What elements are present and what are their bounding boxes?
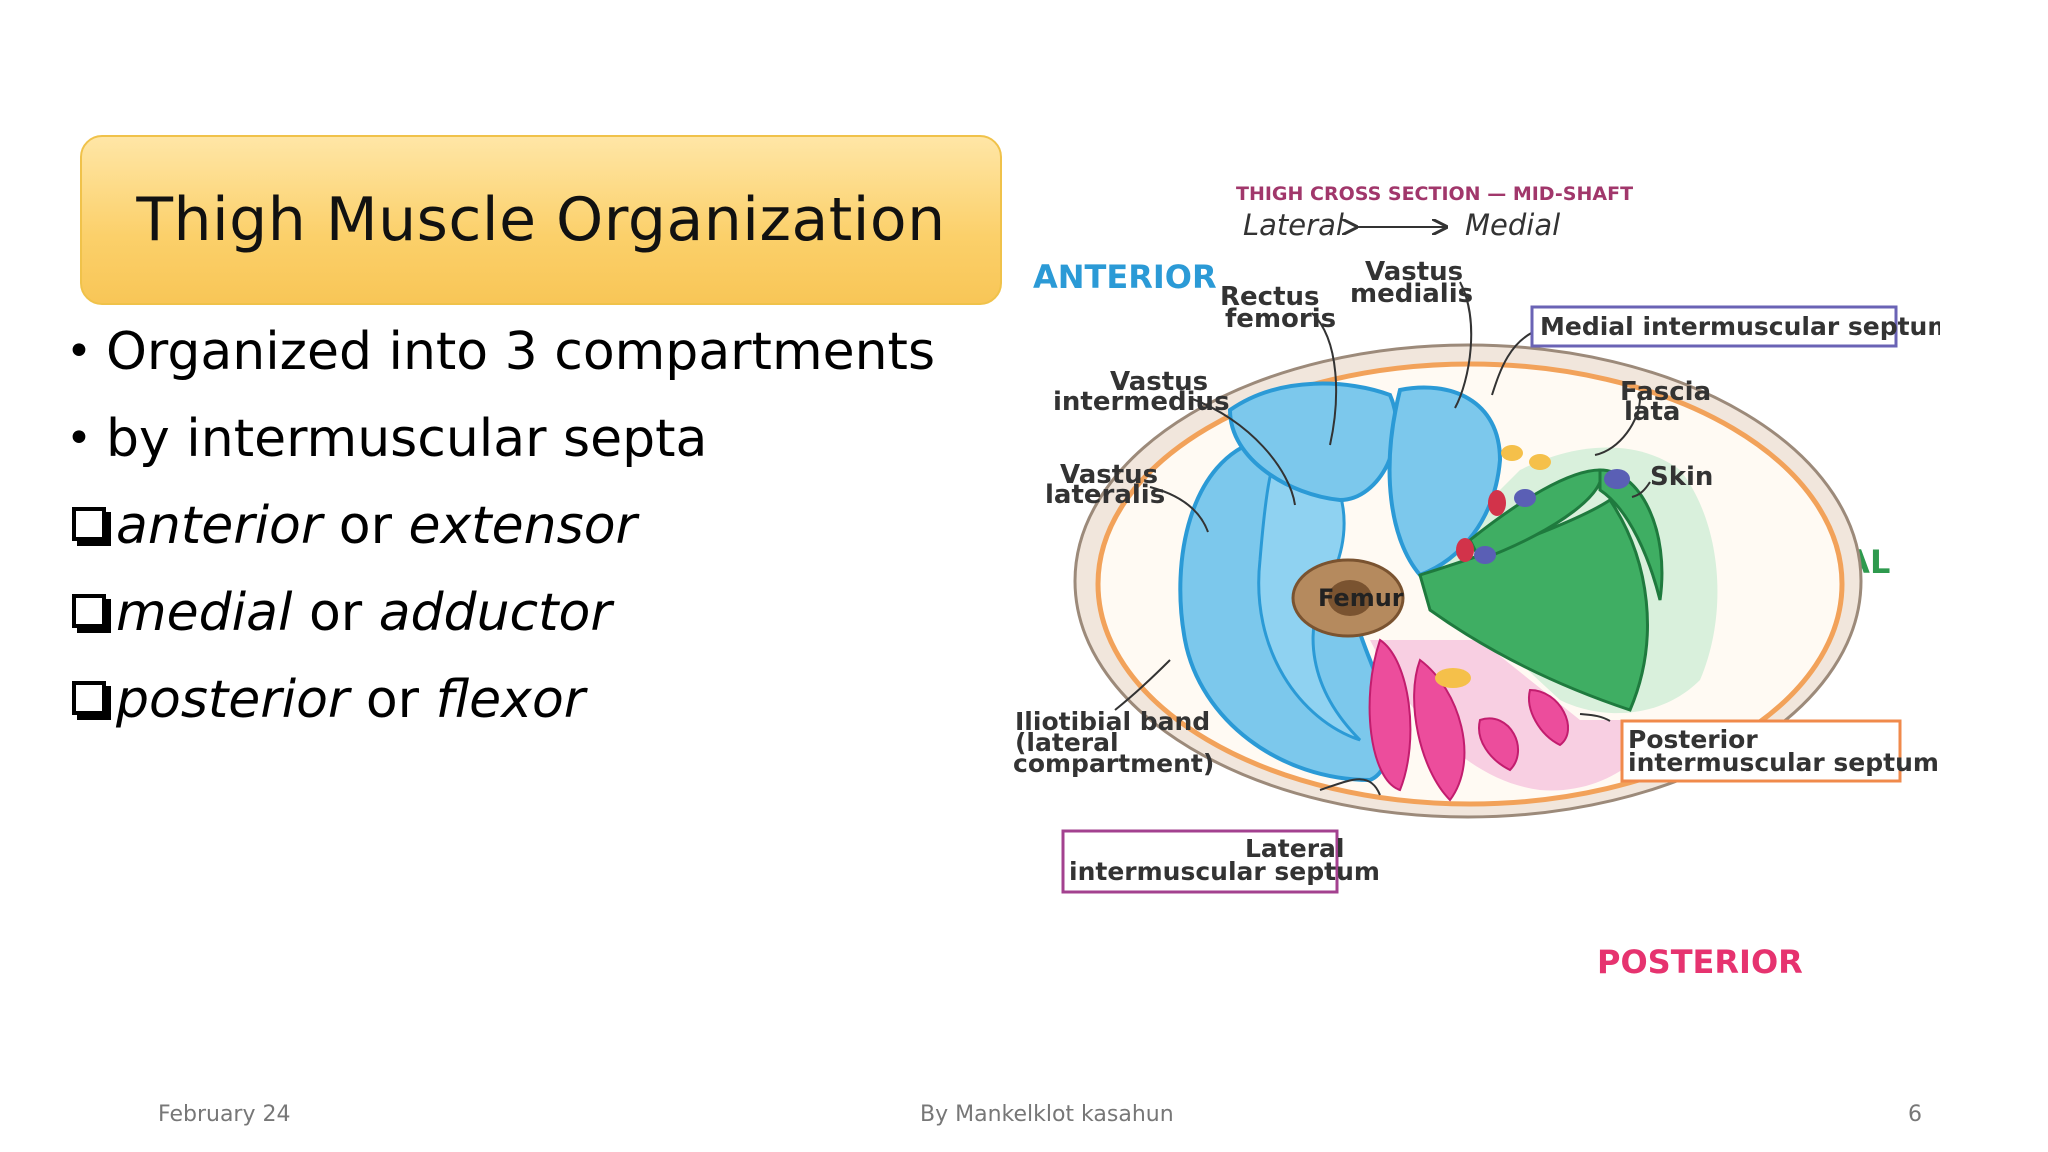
compartment-function: flexor (435, 669, 586, 730)
footer-page-number: 6 (1908, 1102, 1922, 1127)
vastus-intermedius-label: intermedius (1053, 387, 1230, 417)
rectus-femoris-label: femoris (1225, 304, 1336, 334)
lateral-septum-label: Lateral (1245, 834, 1344, 863)
checklist-item: posterior or flexor (66, 656, 966, 743)
medial-septum-label: Medial intermuscular septum (1540, 312, 1940, 341)
checklist-item: anterior or extensor (66, 482, 966, 569)
lateral-septum-label: intermuscular septum (1069, 857, 1380, 886)
footer-date: February 24 (158, 1102, 291, 1127)
bullet-item: • by intermuscular septa (66, 395, 966, 482)
hamstring-muscle-1 (1368, 638, 1412, 792)
iliotibial-band-label: Iliotibial band (1015, 707, 1210, 736)
connector-text: or (349, 669, 436, 730)
rectus-femoris-label: Rectus (1220, 282, 1319, 312)
bullet-list: • Organized into 3 compartments • by int… (66, 308, 966, 743)
bullet-text: Organized into 3 compartments (106, 321, 936, 382)
fascia-lata-label: lata (1624, 397, 1680, 427)
compartment-name: anterior (116, 495, 323, 556)
hamstring-muscle-2 (1413, 658, 1466, 802)
bullet-text: by intermuscular septa (106, 408, 708, 469)
iliotibial-band-label: compartment) (1013, 749, 1214, 778)
checkbox-bullet-icon (72, 506, 106, 541)
vessel-icon (1514, 489, 1536, 507)
footer-author: By Mankelklot kasahun (920, 1102, 1174, 1127)
compartment-function: adductor (378, 582, 612, 643)
vessel-icon (1529, 454, 1551, 470)
vastus-medialis-label: medialis (1350, 279, 1473, 309)
vessel-icon (1474, 546, 1496, 564)
compartment-name: posterior (116, 669, 350, 730)
compartment-function: extensor (408, 495, 637, 556)
vessel-icon (1501, 445, 1523, 461)
vastus-medialis-label: Vastus (1365, 257, 1463, 287)
lateral-direction-label: Lateral (1243, 208, 1344, 242)
connector-text: or (292, 582, 379, 643)
skin-label: Skin (1650, 462, 1713, 492)
vessel-icon (1488, 490, 1506, 516)
hamstring-muscle-3 (1478, 717, 1520, 772)
bullet-item: • Organized into 3 compartments (66, 308, 966, 395)
checkbox-bullet-icon (72, 593, 106, 628)
vessel-icon (1456, 538, 1474, 562)
posterior-septum-label: intermuscular septum (1628, 748, 1939, 777)
bullet-dot-icon: • (66, 413, 92, 464)
medial-direction-label: Medial (1465, 208, 1560, 242)
vastus-lateralis-label: lateralis (1045, 480, 1165, 510)
posterior-label: POSTERIOR (1597, 943, 1803, 981)
rectus-femoris-muscle (1227, 381, 1399, 503)
thigh-cross-section-diagram: THIGH CROSS SECTION — MID-SHAFT Lateral … (1013, 183, 1940, 981)
slide-title-box: Thigh Muscle Organization (80, 135, 1002, 305)
checkbox-bullet-icon (72, 680, 106, 715)
posterior-septum-label: Posterior (1628, 725, 1758, 754)
femur-marrow (1328, 580, 1372, 616)
lateral-septum-box (1061, 829, 1339, 894)
leader-lines (1114, 281, 1651, 796)
vastus-intermedius-label: Vastus (1110, 367, 1208, 397)
hamstring-muscle-4 (1528, 688, 1570, 747)
connector-text: or (322, 495, 409, 556)
fascia-lata-label: Fascia (1620, 377, 1711, 407)
bullet-dot-icon: • (66, 326, 92, 377)
iliotibial-band-label: (lateral (1015, 728, 1119, 757)
gracilis-muscle (1598, 468, 1664, 601)
sciatic-nerve-icon (1435, 668, 1471, 688)
vessel-icon (1604, 469, 1630, 489)
checklist-item: medial or adductor (66, 569, 966, 656)
diagram-header: THIGH CROSS SECTION — MID-SHAFT (1236, 183, 1633, 205)
slide-title: Thigh Muscle Organization (136, 185, 946, 255)
femur-label: Femur (1318, 584, 1404, 612)
posterior-septum-box (1620, 719, 1902, 783)
compartment-name: medial (116, 582, 293, 643)
medial-septum-box (1530, 305, 1898, 348)
anterior-label: ANTERIOR (1033, 258, 1217, 296)
vastus-lateralis-label: Vastus (1060, 460, 1158, 490)
